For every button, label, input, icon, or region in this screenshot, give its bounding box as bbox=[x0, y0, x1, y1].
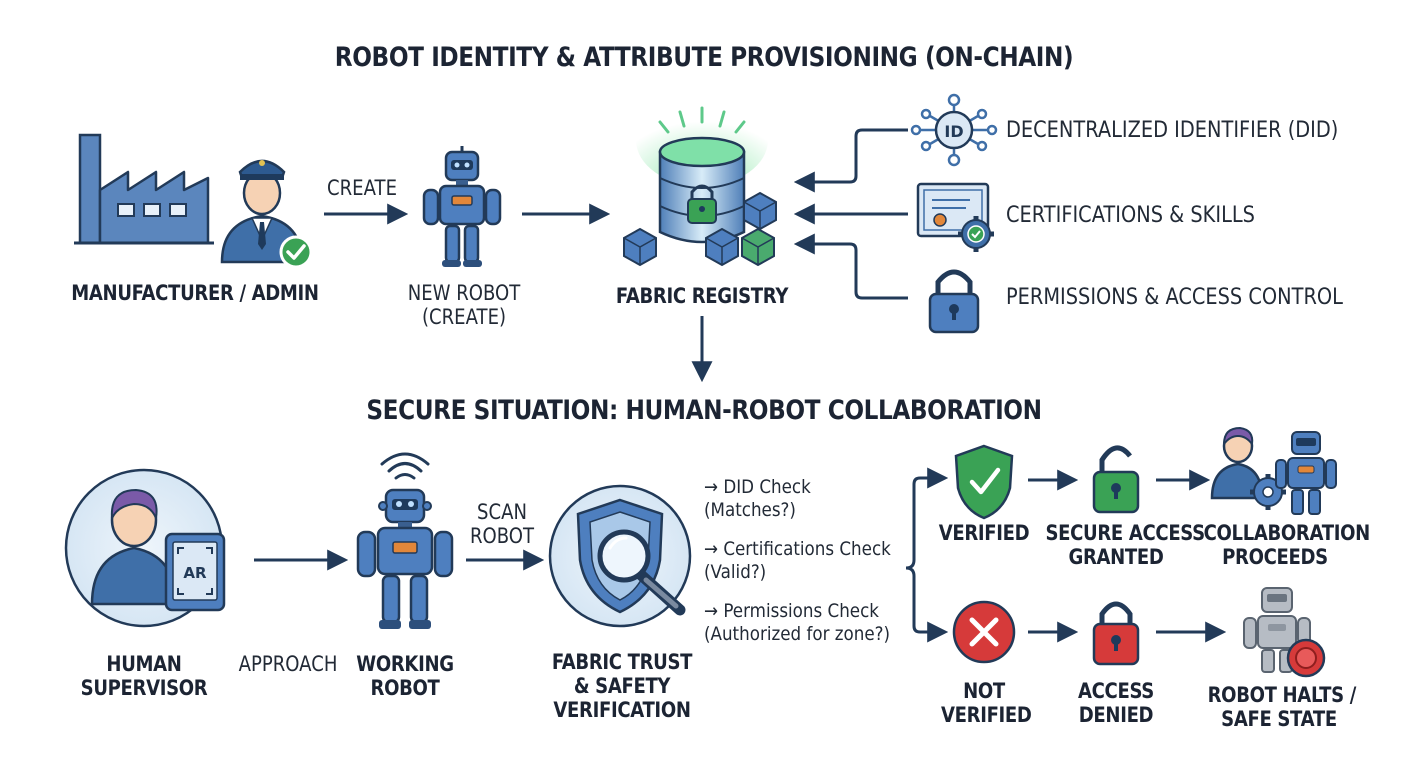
create-arrow-label: CREATE bbox=[327, 176, 397, 200]
halted-robot-icon bbox=[1243, 587, 1311, 673]
trust-verification-icon bbox=[548, 484, 692, 628]
permission-link-arrow bbox=[793, 233, 908, 300]
did-network-icon: ID bbox=[910, 93, 998, 167]
approach-label: APPROACH bbox=[238, 652, 338, 676]
access-denied-label: ACCESS DENIED bbox=[1078, 679, 1154, 727]
scan-label: SCAN ROBOT bbox=[469, 500, 535, 548]
collaboration-icon bbox=[1210, 426, 1337, 515]
did-icon-text: ID bbox=[944, 122, 963, 141]
admin-check-badge-icon bbox=[279, 235, 313, 269]
padlock-icon bbox=[928, 269, 980, 334]
blockchain-blocks-icon bbox=[623, 191, 777, 267]
unlocked-padlock-icon bbox=[1092, 445, 1140, 514]
supervisor-label: HUMAN SUPERVISOR bbox=[80, 652, 208, 700]
robot-halts-label: ROBOT HALTS / SAFE STATE bbox=[1207, 683, 1357, 731]
not-verified-label: NOT VERIFIED bbox=[941, 679, 1032, 727]
factory-icon bbox=[74, 133, 214, 245]
verification-label: FABRIC TRUST & SAFETY VERIFICATION bbox=[551, 650, 693, 722]
stop-button-icon bbox=[1286, 638, 1326, 678]
working-robot-label: WORKING ROBOT bbox=[356, 652, 454, 700]
certifications-attribute-label: CERTIFICATIONS & SKILLS bbox=[1006, 203, 1255, 228]
new-robot-icon bbox=[422, 146, 502, 267]
provisioning-title: ROBOT IDENTITY & ATTRIBUTE PROVISIONING … bbox=[334, 42, 1074, 73]
locked-padlock-icon bbox=[1092, 601, 1140, 666]
collaboration-title: SECURE SITUATION: HUMAN-ROBOT COLLABORAT… bbox=[366, 395, 1042, 426]
registry-label: FABRIC REGISTRY bbox=[615, 284, 789, 308]
permissions-check-label: → Permissions Check (Authorized for zone… bbox=[704, 600, 891, 645]
registry-lock-icon bbox=[687, 184, 717, 224]
new-robot-label: NEW ROBOT (CREATE) bbox=[407, 281, 521, 329]
access-granted-label: SECURE ACCESS GRANTED bbox=[1045, 521, 1205, 569]
working-robot-icon bbox=[356, 452, 454, 629]
did-link-arrow bbox=[793, 128, 908, 193]
not-verified-x-icon bbox=[952, 600, 1016, 664]
database-icon bbox=[658, 136, 746, 244]
decision-bracket bbox=[905, 476, 932, 634]
did-attribute-label: DECENTRALIZED IDENTIFIER (DID) bbox=[1006, 118, 1339, 143]
manufacturer-label: MANUFACTURER / ADMIN bbox=[71, 281, 319, 305]
certifications-check-label: → Certifications Check (Valid?) bbox=[704, 538, 891, 583]
ar-label: AR bbox=[183, 564, 207, 582]
did-check-label: → DID Check (Matches?) bbox=[704, 476, 811, 521]
admin-icon bbox=[220, 159, 304, 264]
verified-label: VERIFIED bbox=[938, 521, 1030, 545]
certificate-gear-icon bbox=[916, 182, 994, 252]
collaboration-proceeds-label: COLLABORATION PROCEEDS bbox=[1203, 521, 1371, 569]
verified-shield-icon bbox=[954, 444, 1014, 520]
ar-tablet-icon: AR bbox=[164, 532, 226, 612]
permissions-attribute-label: PERMISSIONS & ACCESS CONTROL bbox=[1006, 285, 1343, 310]
